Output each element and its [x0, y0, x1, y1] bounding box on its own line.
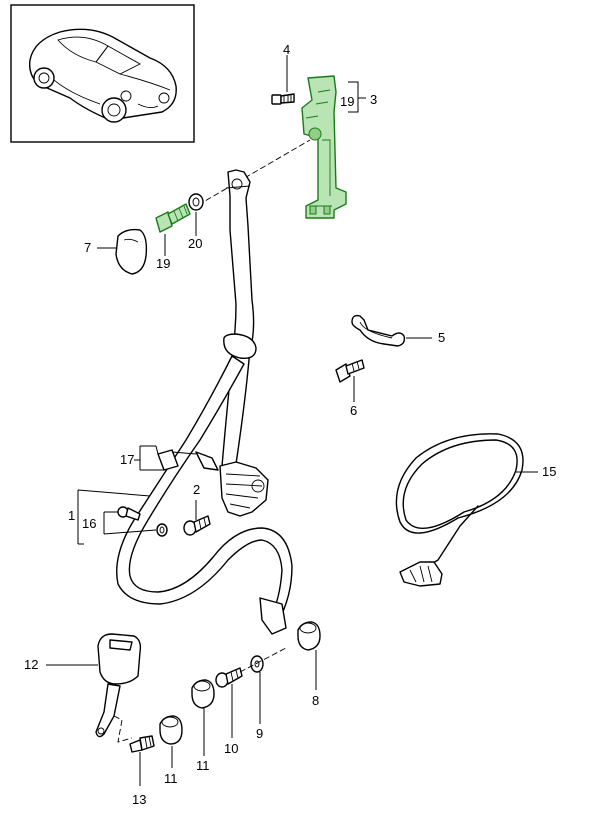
car-thumbnail: [10, 4, 195, 143]
callout-3: 3: [370, 92, 377, 107]
callout-19b: 19: [156, 256, 170, 271]
callout-17: 17: [120, 452, 134, 467]
bolt-19-highlighted[interactable]: [155, 203, 191, 233]
bolt-6[interactable]: [335, 359, 365, 383]
bolt-13[interactable]: [129, 735, 155, 753]
callout-7: 7: [84, 240, 91, 255]
seat-belt-webbing: [116, 169, 293, 635]
callout-15: 15: [542, 464, 556, 479]
belt-height-adjuster-highlighted[interactable]: [301, 75, 347, 219]
cable-15[interactable]: [395, 433, 524, 587]
callout-4: 4: [283, 42, 290, 57]
retractor-unit[interactable]: [219, 461, 269, 517]
bolt-2[interactable]: [183, 515, 211, 536]
washer-9[interactable]: [250, 655, 264, 673]
callout-5: 5: [438, 330, 445, 345]
bolt-10[interactable]: [215, 667, 243, 688]
clip-17[interactable]: [157, 449, 219, 471]
callout-13: 13: [132, 792, 146, 807]
cover-cap-7[interactable]: [115, 228, 148, 275]
callout-2: 2: [193, 482, 200, 497]
callout-6: 6: [350, 403, 357, 418]
callout-19a: 19: [340, 94, 354, 109]
callout-1: 1: [68, 508, 75, 523]
cap-11a[interactable]: [159, 715, 183, 745]
callout-20: 20: [188, 236, 202, 251]
washer-20[interactable]: [188, 193, 204, 211]
buckle-12[interactable]: [95, 633, 142, 738]
guide-ring-5[interactable]: [351, 314, 406, 347]
callout-12: 12: [24, 657, 38, 672]
bolt-4[interactable]: [271, 93, 295, 105]
callout-9: 9: [256, 726, 263, 741]
cap-8[interactable]: [297, 621, 321, 651]
spacer-16[interactable]: [117, 506, 168, 537]
callout-16: 16: [82, 516, 96, 531]
callout-10: 10: [224, 741, 238, 756]
cap-11b[interactable]: [191, 679, 215, 709]
callout-11b: 11: [196, 758, 210, 773]
callout-11a: 11: [164, 771, 178, 786]
callout-8: 8: [312, 693, 319, 708]
